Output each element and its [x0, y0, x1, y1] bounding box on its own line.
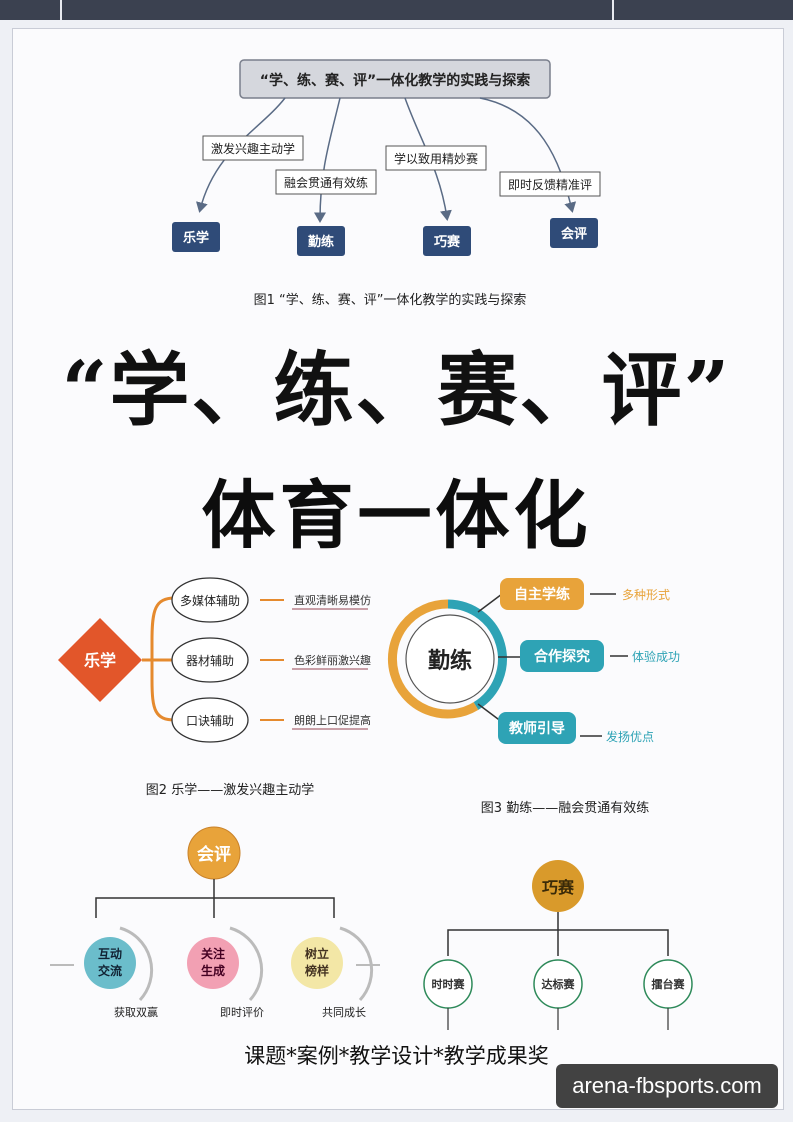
- fig3-center-circle: [405, 614, 495, 704]
- fig4-center-label: 会评: [197, 844, 231, 865]
- fig4-circle-label: 榜样: [305, 963, 329, 978]
- fig1-branch-box: [499, 171, 601, 197]
- fig4-circle-label: 关注: [201, 946, 225, 961]
- fig1-leaf-label: 巧赛: [434, 234, 461, 250]
- fig1-root-text: “学、练、赛、评”一体化教学的实践与探索: [260, 72, 530, 89]
- fig4-arc: [229, 926, 264, 1002]
- fig4-arc: [339, 926, 374, 1002]
- fig2-desc: 朗朗上口促提高: [294, 713, 371, 727]
- fig3-center-label: 勤练: [428, 648, 472, 674]
- fig3-desc: 发扬优点: [606, 729, 654, 744]
- top-bar-divider: [612, 0, 614, 20]
- fig5-center-circle: [532, 860, 584, 912]
- top-bar-divider: [60, 0, 62, 20]
- fig2-caption: 图2 乐学——激发兴趣主动学: [146, 782, 314, 798]
- figure5: 巧赛 时时赛 达标赛 擂台赛: [423, 860, 693, 1030]
- fig2-node-label: 口诀辅助: [186, 714, 234, 728]
- fig5-circle-label: 时时赛: [432, 977, 466, 991]
- fig1-branch-box: [385, 145, 487, 171]
- fig1-root-box: [239, 59, 551, 99]
- main-title: “学、练、赛、评”: [61, 343, 732, 437]
- fig1-leaf-label: 乐学: [183, 230, 209, 246]
- fig2-node: [171, 697, 249, 743]
- fig3-node-label: 教师引导: [509, 720, 565, 737]
- fig3-node-teal: [520, 640, 604, 672]
- fig1-branch-box: [275, 169, 377, 195]
- fig3-node-label: 合作探究: [534, 648, 590, 665]
- fig2-desc: 直观清晰易模仿: [294, 593, 371, 607]
- fig4-desc: 共同成长: [322, 1006, 366, 1019]
- fig2-node: [171, 577, 249, 623]
- fig1-branch-label: 即时反馈精准评: [508, 178, 592, 192]
- fig1-leaf: [172, 222, 220, 252]
- fig1-branch-label: 学以致用精妙赛: [394, 151, 478, 166]
- fig3-connector: [477, 703, 503, 723]
- fig4-circle-label: 生成: [201, 963, 225, 978]
- fig2-center-diamond: [58, 618, 142, 702]
- fig2-bracket: [142, 596, 176, 722]
- sub-title: 体育一体化: [201, 473, 592, 559]
- watermark-badge: arena-fbsports.com: [556, 1064, 778, 1108]
- fig3-desc: 多种形式: [622, 588, 670, 602]
- fig4-circle-label: 交流: [98, 963, 122, 978]
- fig3-ring-orange: [387, 599, 479, 719]
- figure2: 乐学 多媒体辅助 器材辅助 口诀辅助 直观清晰易模仿 色彩鲜丽激兴趣 朗朗上口促…: [58, 577, 371, 798]
- fig2-desc: 色彩鲜丽激兴趣: [294, 653, 371, 667]
- fig1-leaf-label: 勤练: [308, 234, 334, 250]
- fig1-leaf: [423, 226, 471, 256]
- fig3-caption: 图3 勤练——融会贯通有效练: [481, 801, 649, 816]
- fig4-tree-lines: [95, 879, 335, 918]
- fig2-node: [171, 637, 249, 683]
- fig4-circle-label: 树立: [305, 946, 329, 961]
- fig1-branch-label: 融会贯通有效练: [284, 175, 368, 190]
- fig4-arc: [119, 926, 154, 1002]
- fig1-leaf: [297, 226, 345, 256]
- figure1: “学、练、赛、评”一体化教学的实践与探索 激发兴趣主动学 融会贯通有效练 学以致…: [172, 59, 601, 308]
- fig3-node-label: 自主学练: [514, 586, 570, 603]
- fig1-caption: 图1 “学、练、赛、评”一体化教学的实践与探索: [254, 292, 527, 308]
- fig2-node-label: 多媒体辅助: [180, 594, 240, 608]
- top-bar: [0, 0, 793, 20]
- fig3-connector: [477, 593, 503, 613]
- fig1-leaf-label: 会评: [561, 226, 587, 242]
- fig4-desc: 获取双赢: [114, 1005, 158, 1019]
- fig4-circle-pink: [187, 937, 239, 989]
- fig5-circle-label: 达标赛: [542, 977, 576, 991]
- fig4-circle-teal: [84, 937, 136, 989]
- fig4-circle-label: 互动: [98, 947, 122, 961]
- fig2-node-label: 器材辅助: [186, 654, 234, 668]
- footer-text: 课题*案例*教学设计*教学成果奖: [244, 1044, 549, 1068]
- fig2-center-label: 乐学: [84, 651, 116, 670]
- fig5-center-label: 巧赛: [542, 878, 575, 897]
- fig1-branch-box: [202, 135, 304, 161]
- fig3-node-orange: [500, 578, 584, 610]
- figure4: 会评 互动 交流 关注 生成 树立 榜样 获取双赢 即时评价 共同成长: [50, 826, 380, 1019]
- fig4-circle-yellow: [291, 937, 343, 989]
- fig1-leaf: [550, 218, 598, 248]
- fig5-circle-label: 擂台赛: [652, 977, 686, 991]
- fig5-tree-lines: [447, 912, 669, 956]
- fig3-desc: 体验成功: [632, 649, 680, 664]
- fig1-branch-label: 激发兴趣主动学: [211, 141, 295, 156]
- fig1-arrow: [314, 97, 341, 223]
- fig3-node-teal: [498, 712, 576, 744]
- fig4-desc: 即时评价: [220, 1006, 264, 1019]
- fig3-ring-teal: [447, 599, 507, 710]
- figure3: 勤练 自主学练 合作探究 教师引导 多种形式 体验成功 发扬优点 图3 勤练——…: [387, 578, 680, 816]
